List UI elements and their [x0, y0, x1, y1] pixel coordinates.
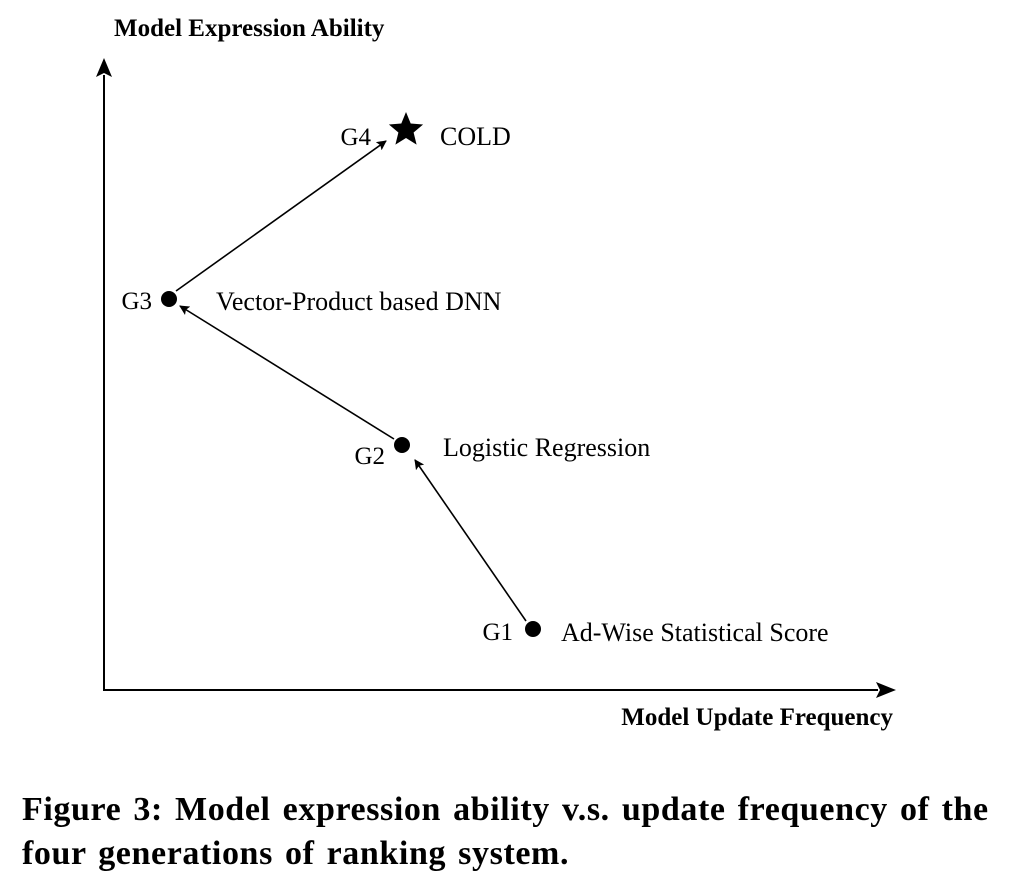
y-axis-title: Model Expression Ability [114, 15, 385, 42]
g4-generation-label: G4 [340, 124, 371, 151]
y-axis [96, 58, 112, 690]
g1-node-marker [525, 621, 541, 637]
g3-node-marker [161, 291, 177, 307]
g2-node-marker [394, 437, 410, 453]
arrow-g3-to-g4 [175, 140, 387, 292]
g1-model-name: Ad-Wise Statistical Score [561, 618, 829, 647]
generation-diagram: Model Expression Ability Model Update Fr… [96, 15, 896, 731]
g3-model-name: Vector-Product based DNN [216, 287, 502, 316]
arrow-g1-to-g2 [414, 459, 527, 622]
arrow-g2-to-g3 [179, 305, 395, 440]
g1-generation-label: G1 [482, 619, 513, 646]
g3-generation-label: G3 [121, 288, 152, 315]
y-axis-arrowhead [96, 58, 112, 77]
figure-caption: Figure 3: Model expression ability v.s. … [22, 791, 989, 872]
g2-generation-label: G2 [354, 443, 385, 470]
g4-star-icon [388, 112, 424, 145]
x-axis-arrowhead [876, 682, 896, 698]
g4-model-name: COLD [440, 122, 511, 151]
x-axis [103, 682, 896, 698]
g2-model-name: Logistic Regression [443, 433, 650, 462]
x-axis-title: Model Update Frequency [621, 704, 893, 731]
